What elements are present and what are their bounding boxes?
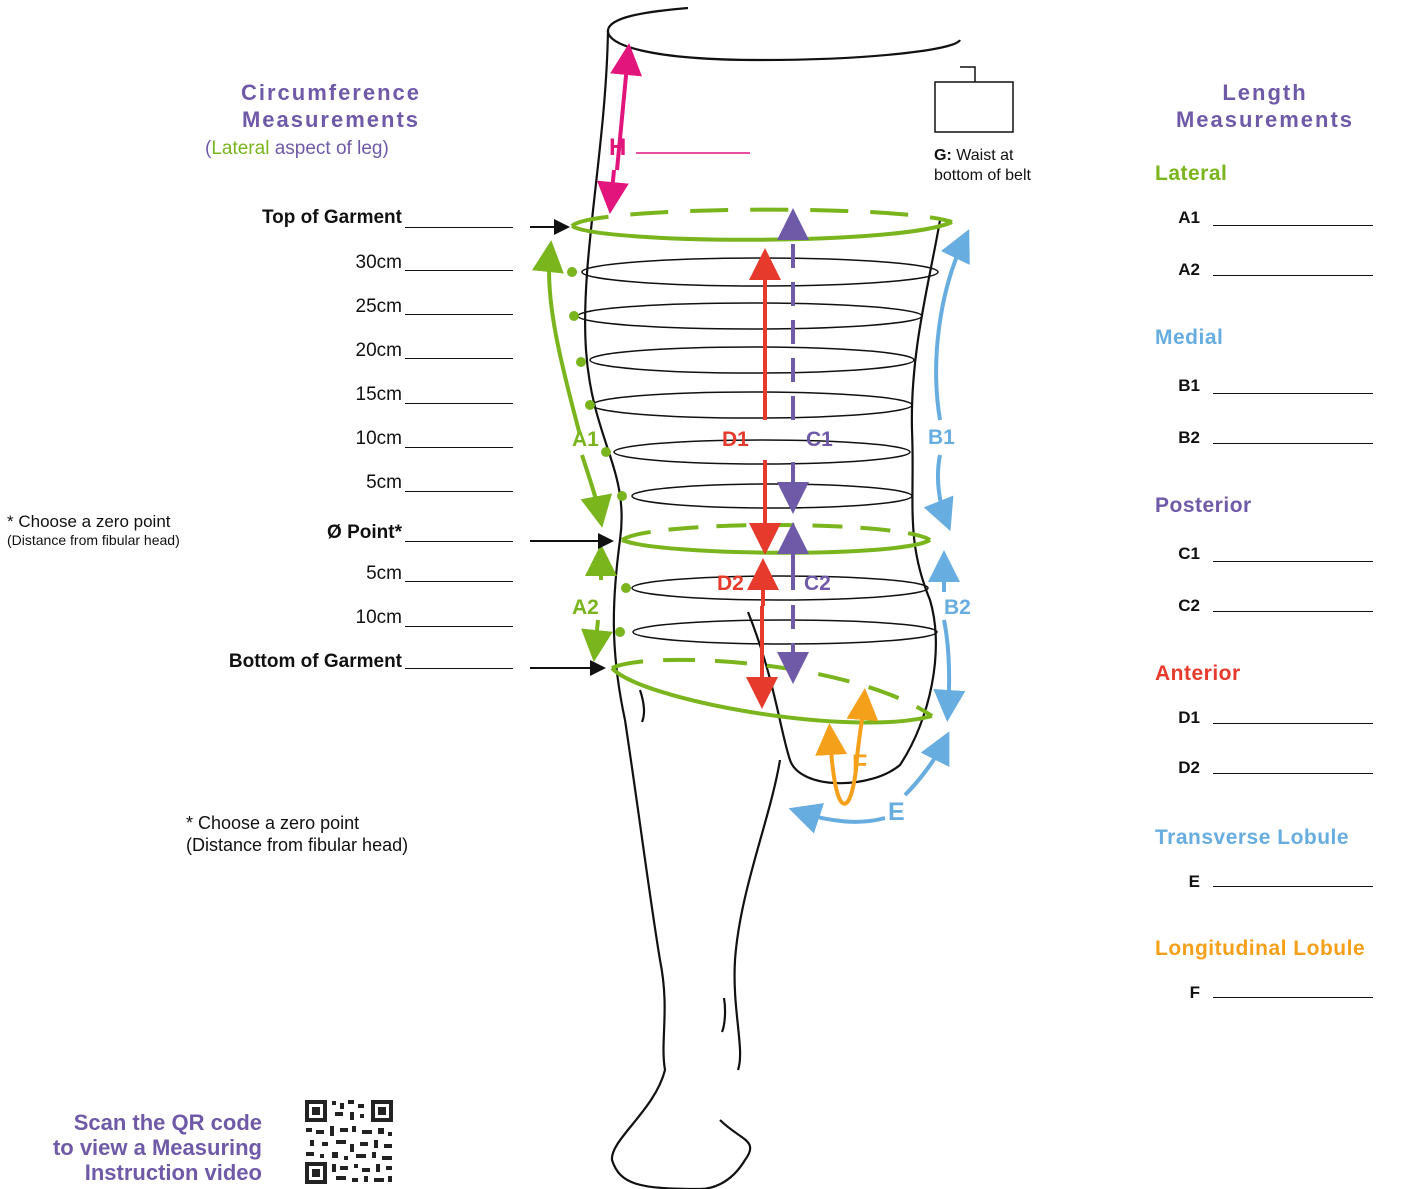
zero-note-line1: * Choose a zero point <box>7 512 180 532</box>
level-line-15cm[interactable] <box>405 403 513 404</box>
circumference-subtitle: (Lateral aspect of leg) <box>205 138 389 160</box>
label-a2: A2 <box>572 596 599 620</box>
length-line-f[interactable] <box>1213 997 1373 998</box>
length-label-c2: C2 <box>1160 596 1200 616</box>
b1-arrow-up <box>936 240 964 420</box>
length-line-c1[interactable] <box>1213 561 1373 562</box>
level-label-5cm: 5cm <box>366 472 402 494</box>
length-line-c2[interactable] <box>1213 611 1373 612</box>
label-f: F <box>852 750 867 779</box>
label-c1: C1 <box>806 428 833 452</box>
level-label-15cm: 15cm <box>356 384 402 406</box>
b1-arrow-down <box>938 455 946 520</box>
b2-arrow-down <box>944 620 949 710</box>
section-posterior: Posterior <box>1155 494 1252 518</box>
length-label-b1: B1 <box>1160 376 1200 396</box>
level-label-25cm: 25cm <box>356 296 402 318</box>
qr-caption-line3: Instruction video <box>0 1160 262 1185</box>
section-longitudinal-lobule: Longitudinal Lobule <box>1155 937 1365 961</box>
label-b1: B1 <box>928 426 955 450</box>
h-arrow-down <box>611 170 614 202</box>
label-e: E <box>888 798 905 827</box>
bottom-note-line1: * Choose a zero point <box>186 812 408 834</box>
bottom-note-line2: (Distance from fibular head) <box>186 834 408 856</box>
zero-point-note: * Choose a zero point (Distance from fib… <box>7 512 180 548</box>
zero-note-line2: (Distance from fibular head) <box>7 532 180 548</box>
length-label-a1: A1 <box>1160 208 1200 228</box>
e-arrow-right <box>905 742 944 795</box>
a2-arrow-down <box>595 620 598 650</box>
length-line-a1[interactable] <box>1213 225 1373 226</box>
length-line-b2[interactable] <box>1213 443 1373 444</box>
section-anterior: Anterior <box>1155 662 1241 686</box>
level-label-bottom-of-garment: Bottom of Garment <box>229 651 402 673</box>
label-d2: D2 <box>717 572 744 596</box>
section-transverse-lobule: Transverse Lobule <box>1155 826 1349 850</box>
qr-caption-line1: Scan the QR code <box>0 1110 262 1135</box>
length-label-a2: A2 <box>1160 260 1200 280</box>
waist-text-line2: bottom of belt <box>934 166 1031 186</box>
level-line-5cm[interactable] <box>405 491 513 492</box>
label-c2: C2 <box>804 572 831 596</box>
level-line-zero[interactable] <box>405 541 513 542</box>
label-h: H <box>609 134 626 162</box>
circumference-title: Circumference Measurements <box>200 79 462 133</box>
length-title-line1: Length <box>1145 79 1385 106</box>
a1-arrow-down <box>582 455 600 516</box>
level-label-30cm: 30cm <box>356 252 402 274</box>
section-lateral: Lateral <box>1155 162 1227 186</box>
level-label-top-of-garment: Top of Garment <box>262 207 402 229</box>
qr-code <box>303 1098 395 1186</box>
length-line-d2[interactable] <box>1213 773 1373 774</box>
subtitle-rest: aspect of leg) <box>269 138 388 159</box>
level-line-10cm[interactable] <box>405 447 513 448</box>
waist-label: G: Waist at bottom of belt <box>934 146 1031 186</box>
label-b2: B2 <box>944 596 971 620</box>
qr-caption: Scan the QR code to view a Measuring Ins… <box>0 1110 262 1185</box>
level-line-below-5cm[interactable] <box>405 581 513 582</box>
waist-box <box>935 82 1013 132</box>
level-line-top[interactable] <box>405 227 513 228</box>
length-line-a2[interactable] <box>1213 275 1373 276</box>
a1-arrow-up <box>549 252 580 435</box>
waist-tab <box>960 67 975 82</box>
length-label-b2: B2 <box>1160 428 1200 448</box>
length-label-f: F <box>1160 983 1200 1003</box>
section-medial: Medial <box>1155 326 1223 350</box>
label-a1: A1 <box>572 428 599 452</box>
leg-outline <box>585 8 960 1189</box>
circumference-title-line2: Measurements <box>200 106 462 133</box>
length-label-d1: D1 <box>1160 708 1200 728</box>
length-label-d2: D2 <box>1160 758 1200 778</box>
bottom-zero-note: * Choose a zero point (Distance from fib… <box>186 812 408 856</box>
level-label-below-10cm: 10cm <box>356 607 402 629</box>
length-label-e: E <box>1160 872 1200 892</box>
level-line-25cm[interactable] <box>405 314 513 315</box>
length-line-b1[interactable] <box>1213 393 1373 394</box>
label-d1: D1 <box>722 428 749 452</box>
level-label-20cm: 20cm <box>356 340 402 362</box>
waist-prefix: G: <box>934 147 952 164</box>
level-line-20cm[interactable] <box>405 358 513 359</box>
level-line-bottom[interactable] <box>405 668 513 669</box>
level-line-below-10cm[interactable] <box>405 626 513 627</box>
subtitle-lateral: Lateral <box>211 138 269 159</box>
level-label-below-5cm: 5cm <box>366 563 402 585</box>
circumference-title-line1: Circumference <box>200 79 462 106</box>
length-title-line2: Measurements <box>1145 106 1385 133</box>
waist-text-line1: Waist at <box>952 147 1014 164</box>
e-arrow-left <box>800 812 885 822</box>
level-line-30cm[interactable] <box>405 270 513 271</box>
qr-caption-line2: to view a Measuring <box>0 1135 262 1160</box>
length-label-c1: C1 <box>1160 544 1200 564</box>
level-label-10cm: 10cm <box>356 428 402 450</box>
level-label-zero-point: Ø Point* <box>327 522 402 544</box>
length-line-e[interactable] <box>1213 886 1373 887</box>
length-title: Length Measurements <box>1145 79 1385 133</box>
length-line-d1[interactable] <box>1213 723 1373 724</box>
circumference-rings <box>578 258 938 644</box>
